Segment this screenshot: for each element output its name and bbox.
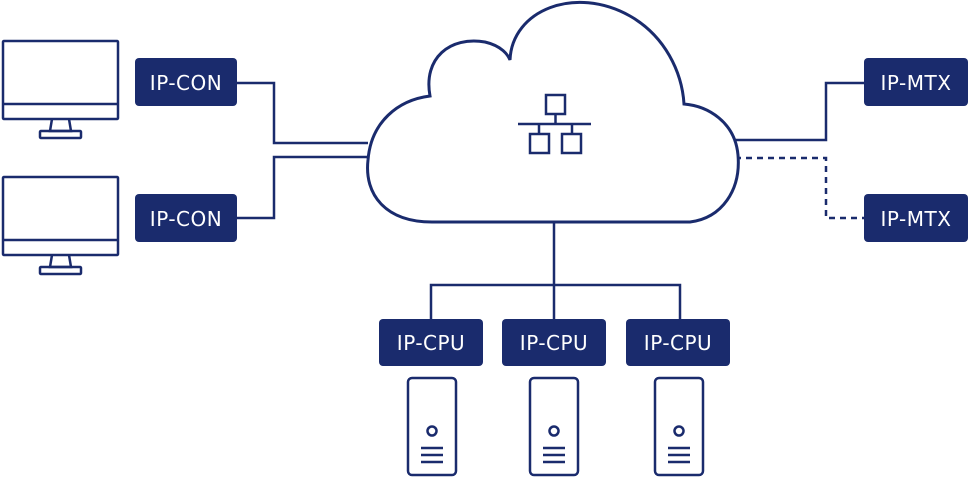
cpu-box-3: IP-CPU — [626, 319, 730, 366]
server-tower-icon — [653, 376, 705, 477]
matrix-label-1: IP-MTX — [881, 71, 952, 95]
link-console-1 — [237, 81, 368, 145]
server-tower-icon — [528, 376, 580, 477]
link-console-2 — [237, 155, 368, 220]
cpu-box-1: IP-CPU — [379, 319, 483, 366]
link-matrix-2 — [735, 156, 864, 220]
cloud-icon — [366, 0, 740, 224]
console-box-2: IP-CON — [135, 194, 237, 242]
server-tower-icon — [406, 376, 458, 477]
link-cpu-bus — [429, 283, 682, 319]
console-label-1: IP-CON — [150, 71, 222, 95]
matrix-box-2: IP-MTX — [864, 194, 968, 242]
monitor-icon — [1, 39, 120, 140]
connection-lines — [237, 81, 864, 319]
matrix-box-1: IP-MTX — [864, 58, 968, 106]
console-label-2: IP-CON — [150, 207, 222, 231]
console-box-1: IP-CON — [135, 58, 237, 106]
monitor-icon — [1, 175, 120, 276]
cpu-label-2: IP-CPU — [520, 331, 588, 355]
cpu-label-3: IP-CPU — [644, 331, 712, 355]
link-matrix-1 — [735, 81, 864, 142]
cpu-label-1: IP-CPU — [397, 331, 465, 355]
network-topology-icon — [518, 93, 591, 155]
cpu-box-2: IP-CPU — [502, 319, 606, 366]
matrix-label-2: IP-MTX — [881, 207, 952, 231]
